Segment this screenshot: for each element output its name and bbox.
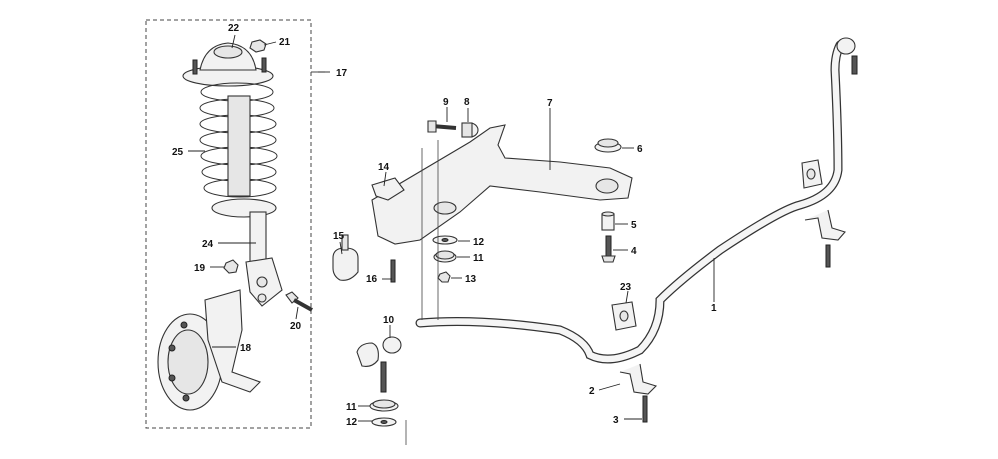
ball-joint	[332, 234, 359, 281]
lower-control-arm	[371, 124, 633, 245]
coil-spring	[199, 82, 278, 218]
arm-nut-lower	[437, 271, 451, 283]
callout-1: 1	[711, 303, 717, 314]
callout-11-arm: 11	[473, 253, 484, 264]
rear-bushing-top	[594, 138, 622, 153]
arm-bushing-lower	[433, 250, 457, 263]
arm-bolt-front	[427, 120, 457, 133]
stabilizer-clamp-bolt	[642, 395, 648, 423]
callout-10: 10	[383, 315, 395, 326]
callout-16: 16	[366, 274, 378, 285]
callout-25: 25	[172, 147, 184, 158]
callout-5: 5	[631, 220, 637, 231]
stabilizer-clamp-left	[619, 363, 658, 395]
callout-22: 22	[228, 23, 240, 34]
callout-4: 4	[631, 246, 637, 257]
stabilizer-bar-end-link-top	[836, 37, 858, 75]
strut-top-nut	[249, 39, 267, 53]
rear-bushing-bolt	[601, 235, 616, 263]
callout-labels: 22 21 17 25 24 19 20 18 9 8 7 6 14 15 16…	[172, 23, 717, 428]
leader-lines	[188, 34, 715, 422]
callout-15: 15	[333, 231, 345, 242]
callout-7: 7	[547, 98, 553, 109]
strut-bolt	[285, 291, 313, 312]
stabilizer-link	[356, 336, 402, 393]
callout-12-link: 12	[346, 417, 358, 428]
callout-9: 9	[443, 97, 449, 108]
arm-washer-upper	[432, 235, 458, 245]
callout-13: 13	[465, 274, 477, 285]
callout-11-link: 11	[346, 402, 357, 413]
callout-6: 6	[637, 144, 643, 155]
callout-24: 24	[202, 239, 214, 250]
strut-assembly-group-box	[145, 19, 312, 429]
callout-2: 2	[589, 386, 595, 397]
strut-nut	[223, 259, 239, 274]
callout-19: 19	[194, 263, 206, 274]
link-washer-lower	[371, 417, 397, 427]
arm-bushing-front	[461, 122, 479, 138]
link-washer-upper	[369, 399, 399, 412]
callout-3: 3	[613, 415, 619, 426]
callout-8: 8	[464, 97, 470, 108]
callout-12-arm: 12	[473, 237, 485, 248]
callout-17: 17	[336, 68, 348, 79]
callout-14: 14	[378, 162, 390, 173]
arm-bracket	[371, 177, 405, 201]
stabilizer-bar	[415, 40, 845, 364]
shock-absorber	[245, 211, 283, 307]
callout-18: 18	[240, 343, 252, 354]
stabilizer-bushing-left	[611, 301, 637, 331]
stabilizer-bushing-right	[801, 159, 823, 189]
strut-top-mount	[182, 42, 274, 87]
steering-knuckle-hub	[157, 289, 262, 411]
callout-21: 21	[279, 37, 291, 48]
callout-20: 20	[290, 321, 302, 332]
ball-joint-bolt	[390, 259, 396, 283]
callout-23: 23	[620, 282, 632, 293]
rear-bushing-sleeve	[601, 211, 615, 231]
stabilizer-clamp-right	[804, 209, 846, 268]
